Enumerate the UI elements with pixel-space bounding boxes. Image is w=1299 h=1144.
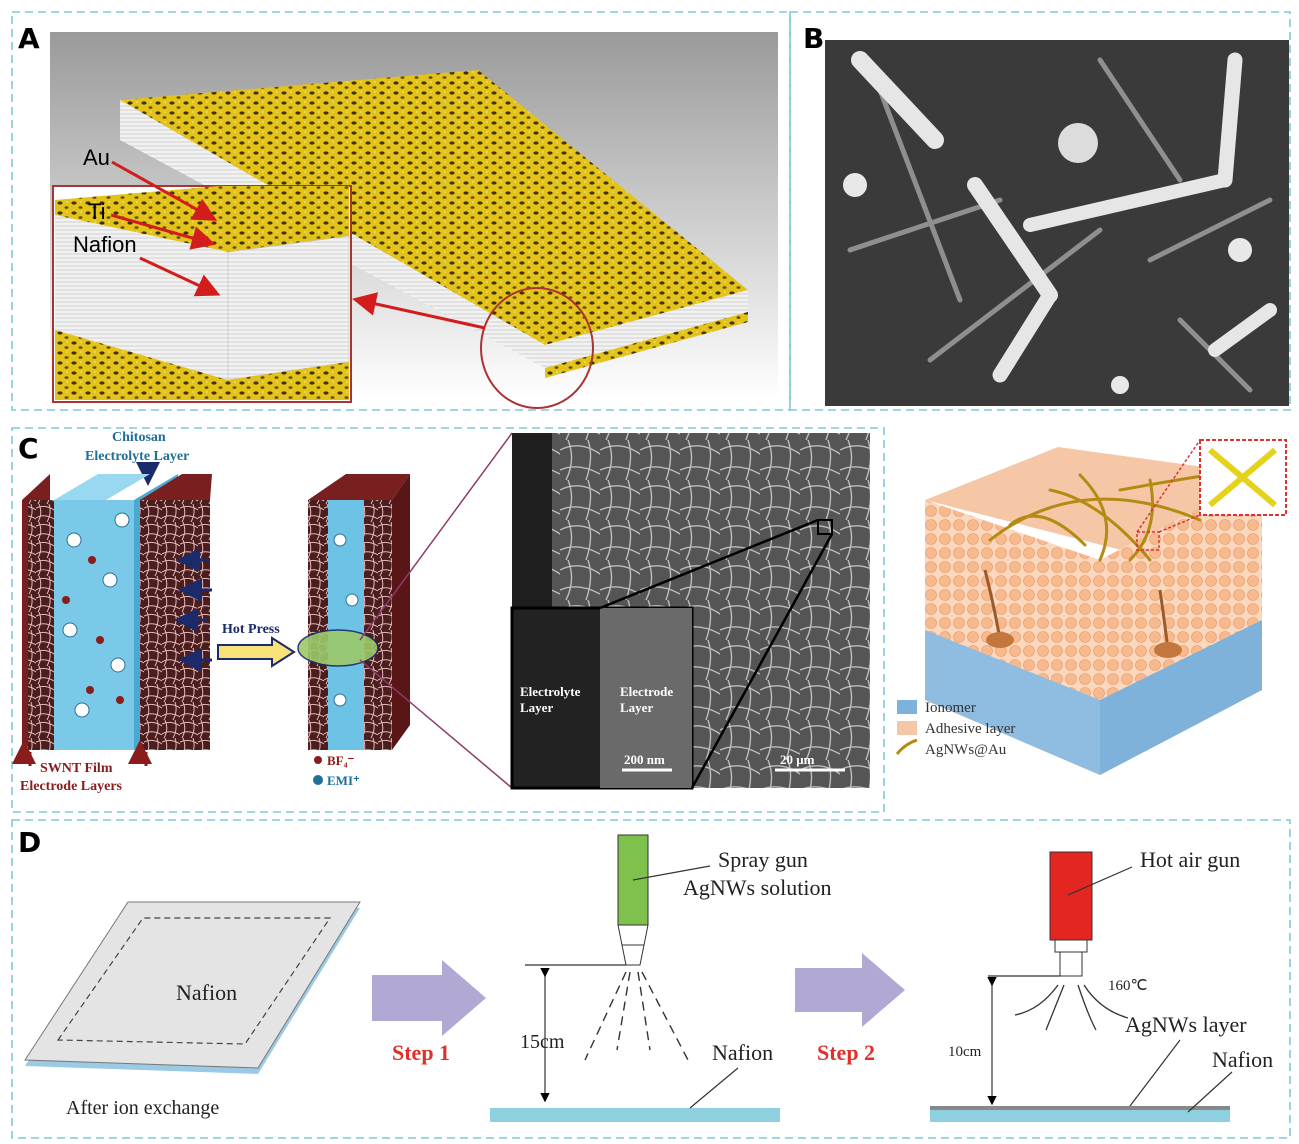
panel-b-letter: B xyxy=(803,22,824,55)
panel-c: C Chitosan Electrolyte Layer xyxy=(12,430,870,794)
hot-press-label: Hot Press xyxy=(222,622,280,637)
swnt-line2: Electrode Layers xyxy=(20,779,123,794)
press-highlight xyxy=(297,629,379,667)
zoom-line-top xyxy=(359,432,513,641)
pointer-au xyxy=(111,160,218,221)
substrate-1 xyxy=(490,1108,780,1122)
swnt-line1: SWNT Film xyxy=(40,761,113,776)
hot-air-pointer xyxy=(1067,866,1133,896)
inset-layer-side xyxy=(227,235,350,381)
agnws-layer xyxy=(930,1106,1230,1110)
spray-pointer xyxy=(632,865,711,881)
hot-air-label: Hot air gun xyxy=(1140,847,1240,872)
bf4-label: BF₄⁻ xyxy=(327,753,355,768)
spray-line1: Spray gun xyxy=(718,847,808,872)
ionomer-left xyxy=(925,630,1100,775)
panel-d-letter: D xyxy=(18,826,41,859)
legend-adhesive: Adhesive layer xyxy=(925,721,1015,737)
panel-a-frame xyxy=(11,11,791,411)
label-nafion-a: Nafion xyxy=(73,232,137,257)
strip-bottom-gold xyxy=(545,312,748,378)
legend-agnws-swatch xyxy=(895,738,918,755)
legend-ionomer-swatch xyxy=(897,700,917,714)
panel-a: A Au Ti Nafion xyxy=(18,22,778,409)
legend-agnws: AgNWs@Au xyxy=(925,742,1007,758)
legend-adhesive-swatch xyxy=(897,721,917,735)
panel-b-frame xyxy=(789,11,1291,411)
electrolyte-line2: Layer xyxy=(520,700,553,715)
inset-layer-block xyxy=(55,215,228,380)
label-ti: Ti xyxy=(88,199,106,224)
distance-label-1: 15cm xyxy=(520,1031,565,1053)
electrode-line2: Layer xyxy=(620,700,653,715)
chitosan-line2: Electrolyte Layer xyxy=(85,449,189,464)
label-au: Au xyxy=(83,145,110,170)
inset-gold-bottom xyxy=(55,330,349,400)
scale-main: 20 μm xyxy=(780,752,815,767)
electrolyte-line1: Electrolyte xyxy=(520,684,581,699)
emi-label: EMI⁺ xyxy=(327,773,360,788)
nafion-label-1: Nafion xyxy=(712,1040,773,1065)
nafion-sheet-label: Nafion xyxy=(176,980,237,1005)
chitosan-line1: Chitosan xyxy=(112,430,166,445)
step1-arrow xyxy=(372,960,486,1036)
panel-b: B xyxy=(803,22,1289,406)
step2-arrow xyxy=(795,953,905,1027)
step2-label: Step 2 xyxy=(817,1040,875,1065)
panel-d-frame xyxy=(11,819,1291,1139)
legend-ionomer: Ionomer xyxy=(925,700,976,716)
distance-label-2: 10cm xyxy=(948,1044,982,1060)
skin-diagram: Ionomer Adhesive layer AgNWs@Au xyxy=(895,439,1287,775)
panel-c-frame xyxy=(11,427,885,813)
step1-label: Step 1 xyxy=(392,1040,450,1065)
spray-gun-nozzle xyxy=(617,924,649,946)
sandwich-after xyxy=(297,474,410,750)
nafion-sheet xyxy=(24,901,361,1069)
strip-top-gold xyxy=(120,70,748,345)
spray-line2: AgNWs solution xyxy=(683,875,832,900)
agnws-layer-label: AgNWs layer xyxy=(1125,1012,1247,1037)
callout-arrow xyxy=(352,292,486,330)
scale-inset: 200 nm xyxy=(624,752,665,767)
panel-a-letter: A xyxy=(18,22,40,55)
strip-front-layers xyxy=(545,290,748,368)
ionomer-right xyxy=(1100,620,1262,775)
pointer-ti xyxy=(110,213,216,250)
hot-air-gun-body xyxy=(1049,851,1093,941)
panel-frames xyxy=(11,11,1291,1139)
substrate-2 xyxy=(930,1110,1230,1122)
nafion-sheet-dashed xyxy=(56,917,332,1045)
callout-ellipse xyxy=(480,287,594,409)
temp-label: 160℃ xyxy=(1108,978,1147,994)
sandwich-before xyxy=(22,474,212,752)
panel-d: D Nafion After ion exchange Step 1 Spray… xyxy=(18,826,1273,1122)
pointer-nafion xyxy=(139,256,221,297)
nafion-label-2: Nafion xyxy=(1212,1047,1273,1072)
panel-c-letter: C xyxy=(18,432,39,465)
electrode-line1: Electrode xyxy=(620,684,673,699)
hot-press-arrow xyxy=(217,636,296,668)
after-ion-label: After ion exchange xyxy=(66,1097,219,1119)
zoom-line-bottom xyxy=(359,659,513,789)
